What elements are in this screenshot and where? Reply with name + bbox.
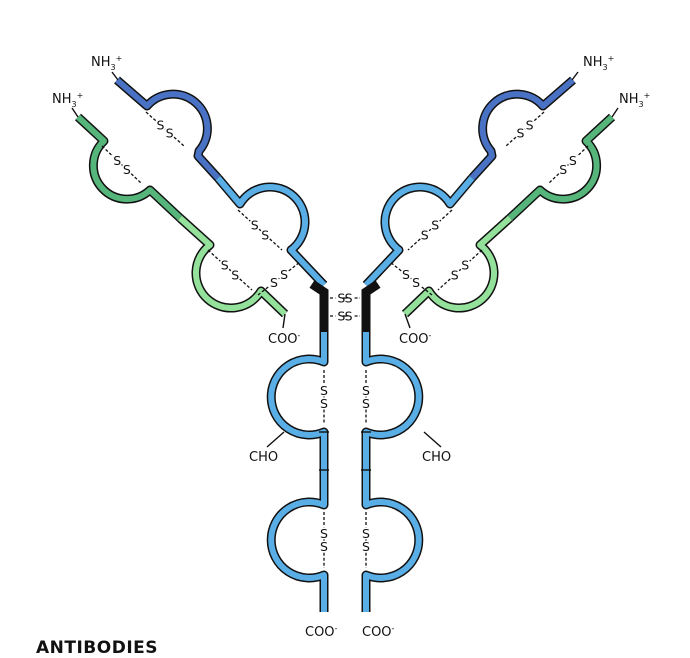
sulfur-atom: S <box>320 396 328 411</box>
sulfur-atom: S <box>516 126 524 141</box>
sulfur-atom: S <box>559 162 567 177</box>
svg-text:NH3+: NH3+ <box>583 54 614 72</box>
amino-terminus-light-right: NH3+ <box>612 91 650 117</box>
sulfur-atom: S <box>166 126 174 141</box>
sulfur-atom: S <box>261 227 269 242</box>
sulfur-atom: S <box>461 258 469 273</box>
sulfur-atom: S <box>123 162 131 177</box>
sulfur-atom: S <box>231 267 239 282</box>
disulfide-heavy-ch1-right: SS <box>408 210 452 250</box>
disulfide-ch3-right: SS <box>362 512 370 568</box>
sulfur-atom: S <box>362 396 370 411</box>
amino-terminus-heavy-right: NH3+ <box>572 54 614 80</box>
sulfur-atom: S <box>251 218 259 233</box>
sulfur-atom: S <box>526 117 534 132</box>
svg-text:CHO: CHO <box>422 450 451 465</box>
heavy-chain-stem-right <box>366 332 419 612</box>
disulfide-vl-vh-right: SS <box>506 112 544 146</box>
disulfide-vl-vh-left: SS <box>146 112 184 146</box>
diagram-caption: ANTIBODIES <box>36 638 158 658</box>
hinge-right <box>366 284 378 332</box>
sulfur-atom: S <box>320 539 328 554</box>
svg-text:COO-: COO- <box>305 624 338 640</box>
sulfur-atom: S <box>451 267 459 282</box>
sulfur-atom: S <box>113 153 121 168</box>
carboxyl-terminus-heavy-right: COO- <box>362 624 395 640</box>
carboxyl-terminus-light-left: COO- <box>268 314 301 347</box>
disulfide-light-const-left: SS <box>208 250 252 290</box>
disulfide-ch2-left: SS <box>320 370 328 424</box>
carbohydrate-right: CHO <box>422 432 451 465</box>
disulfide-light-const-right: SS <box>438 250 482 290</box>
disulfide-ch2-right: SS <box>362 370 370 424</box>
sulfur-atom: S <box>412 275 420 290</box>
svg-text:CHO: CHO <box>249 450 278 465</box>
disulfide-ch3-left: SS <box>320 512 328 568</box>
disulfide-light-var-right: SS <box>548 146 588 184</box>
hinge-left <box>312 284 324 332</box>
svg-text:COO-: COO- <box>362 624 395 640</box>
svg-text:NH3+: NH3+ <box>619 91 650 109</box>
carboxyl-terminus-heavy-left: COO- <box>305 624 338 640</box>
sulfur-atom: S <box>345 291 353 306</box>
sulfur-atom: S <box>156 117 164 132</box>
light-chain-constant-left <box>180 218 285 314</box>
amino-terminus-light-left: NH3+ <box>52 91 83 117</box>
svg-text:NH3+: NH3+ <box>52 91 83 109</box>
carboxyl-terminus-light-right: COO- <box>399 314 432 347</box>
sulfur-atom: S <box>345 309 353 324</box>
sulfur-atom: S <box>270 275 278 290</box>
sulfur-atom: S <box>431 218 439 233</box>
heavy-chain-stem-left <box>271 332 324 612</box>
amino-terminus-heavy-left: NH3+ <box>91 54 122 80</box>
sulfur-atom: S <box>280 267 288 282</box>
sulfur-atom: S <box>569 153 577 168</box>
sulfur-atom: S <box>221 258 229 273</box>
svg-text:NH3+: NH3+ <box>91 54 122 72</box>
disulfide-heavy-ch1-left: SS <box>238 210 282 250</box>
disulfide-light-var-left: SS <box>102 146 142 184</box>
svg-text:COO-: COO- <box>399 331 432 347</box>
sulfur-atom: S <box>362 539 370 554</box>
carbohydrate-left: CHO <box>249 432 284 465</box>
sulfur-atom: S <box>421 227 429 242</box>
svg-text:COO-: COO- <box>268 331 301 347</box>
sulfur-atom: S <box>402 267 410 282</box>
